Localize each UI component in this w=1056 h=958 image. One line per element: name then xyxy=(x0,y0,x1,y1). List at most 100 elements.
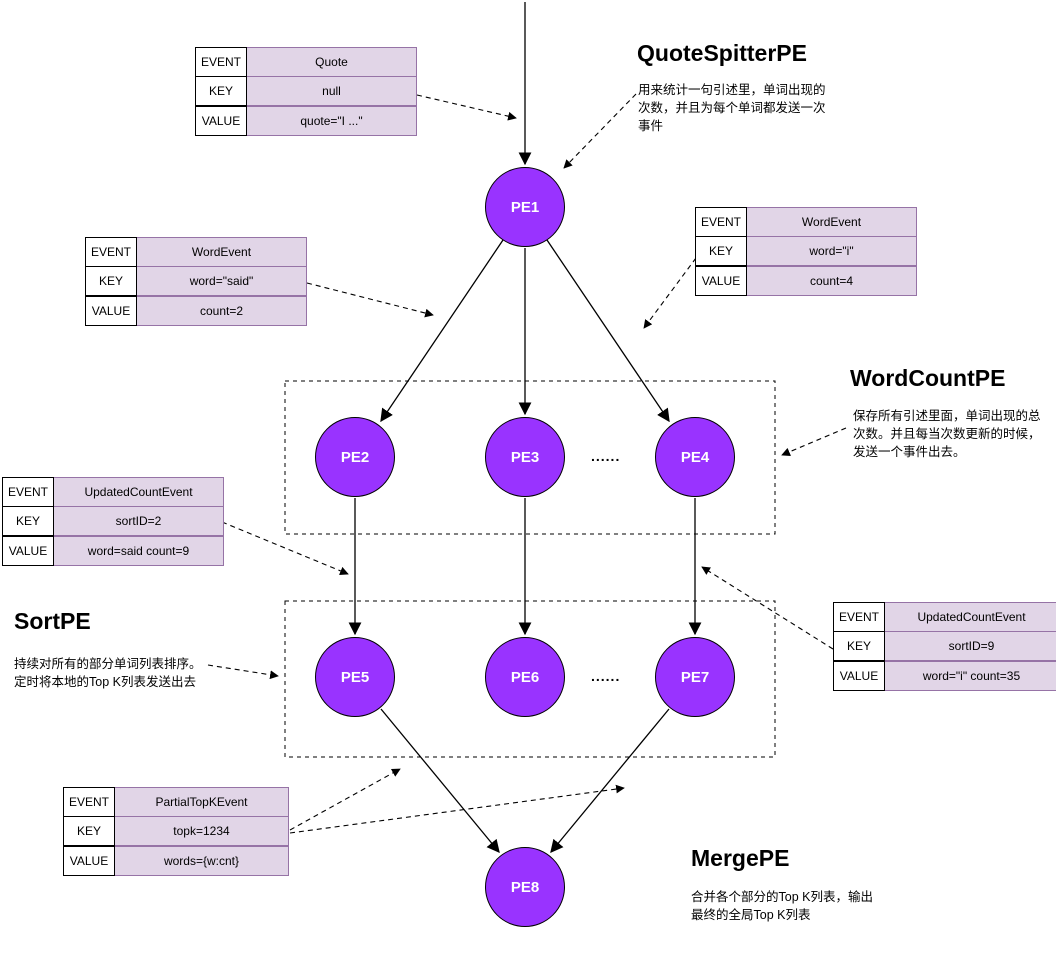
row-label: EVENT xyxy=(85,237,137,267)
node-pe5-label: PE5 xyxy=(340,668,370,686)
node-pe2-label: PE2 xyxy=(340,448,370,466)
table-row: KEY topk=1234 xyxy=(63,816,289,847)
node-pe6-label: PE6 xyxy=(510,668,540,686)
row-label: KEY xyxy=(695,236,747,266)
row-value: count=4 xyxy=(747,266,917,296)
event-table-quote: EVENT Quote KEY null VALUE quote="I ..." xyxy=(195,47,417,137)
wordcountpe-desc: 保存所有引述里面，单词出现的总 次数。并且每当次数更新的时候， 发送一个事件出去… xyxy=(853,409,1041,460)
table-row: KEY sortID=9 xyxy=(833,631,1056,662)
row-value: sortID=2 xyxy=(54,506,224,536)
row-label: VALUE xyxy=(63,846,115,876)
row-value: PartialTopKEvent xyxy=(115,787,289,817)
row-label: EVENT xyxy=(833,602,885,632)
row-value: topk=1234 xyxy=(115,816,289,846)
node-pe7[interactable]: PE7 xyxy=(655,637,735,717)
table-row: VALUE quote="I ..." xyxy=(195,106,417,137)
ellipsis-sort-row: ...... xyxy=(591,668,621,684)
quotespitterpe-title: QuoteSpitterPE xyxy=(637,40,807,66)
row-value: word="i" xyxy=(747,236,917,266)
event-table-wordevent-i: EVENT WordEvent KEY word="i" VALUE count… xyxy=(695,207,917,297)
row-value: word="i" count=35 xyxy=(885,661,1056,691)
event-table-updatedcount-said: EVENT UpdatedCountEvent KEY sortID=2 VAL… xyxy=(2,477,224,567)
node-pe3[interactable]: PE3 xyxy=(485,417,565,497)
annot-arrow-wordevent-said xyxy=(306,282,434,318)
row-label: EVENT xyxy=(195,47,247,77)
row-label: EVENT xyxy=(63,787,115,817)
annot-arrow-wordcount xyxy=(781,427,847,456)
node-pe5[interactable]: PE5 xyxy=(315,637,395,717)
row-label: VALUE xyxy=(833,661,885,691)
sortpe-group-box xyxy=(284,600,776,758)
row-value: UpdatedCountEvent xyxy=(54,477,224,507)
event-table-updatedcount-i: EVENT UpdatedCountEvent KEY sortID=9 VAL… xyxy=(833,602,1056,692)
table-row: KEY null xyxy=(195,76,417,107)
mergepe-desc: 合并各个部分的Top K列表，输出 最终的全局Top K列表 xyxy=(691,890,873,923)
wordcountpe-group-box xyxy=(284,380,776,535)
row-value: word="said" xyxy=(137,266,307,296)
row-label: EVENT xyxy=(2,477,54,507)
table-row: KEY sortID=2 xyxy=(2,506,224,537)
node-pe1[interactable]: PE1 xyxy=(485,167,565,247)
annot-arrow-sortpe xyxy=(207,664,279,680)
table-row: VALUE word="i" count=35 xyxy=(833,661,1056,692)
row-value: UpdatedCountEvent xyxy=(885,602,1056,632)
table-row: EVENT UpdatedCountEvent xyxy=(2,477,224,507)
node-pe6[interactable]: PE6 xyxy=(485,637,565,717)
edge-pe1-pe2 xyxy=(380,239,504,423)
annot-arrow-partialtopk-left xyxy=(289,768,401,831)
sortpe-desc: 持续对所有的部分单词列表排序。 定时将本地的Top K列表发送出去 xyxy=(14,657,202,690)
wordcountpe-title: WordCountPE xyxy=(850,365,1006,391)
annot-arrow-partialtopk-right xyxy=(289,784,625,834)
annot-arrow-quote-table xyxy=(416,94,517,121)
row-value: WordEvent xyxy=(747,207,917,237)
table-row: VALUE words={w:cnt} xyxy=(63,846,289,877)
node-pe2[interactable]: PE2 xyxy=(315,417,395,497)
table-row: EVENT WordEvent xyxy=(85,237,307,267)
row-value: WordEvent xyxy=(137,237,307,267)
node-pe3-label: PE3 xyxy=(510,448,540,466)
node-pe1-label: PE1 xyxy=(510,198,540,216)
row-value: Quote xyxy=(247,47,417,77)
annot-arrow-updatedcount-said xyxy=(221,521,349,576)
row-label: VALUE xyxy=(695,266,747,296)
row-label: KEY xyxy=(195,76,247,106)
table-row: KEY word="said" xyxy=(85,266,307,297)
annot-arrow-quotespitter xyxy=(563,93,637,169)
event-table-partialtopk: EVENT PartialTopKEvent KEY topk=1234 VAL… xyxy=(63,787,289,877)
edge-pe1-pe4 xyxy=(546,239,670,423)
edge-pe5-pe8 xyxy=(380,708,500,854)
event-table-wordevent-said: EVENT WordEvent KEY word="said" VALUE co… xyxy=(85,237,307,327)
node-pe7-label: PE7 xyxy=(680,668,710,686)
row-value: null xyxy=(247,76,417,106)
node-pe8-label: PE8 xyxy=(510,878,540,896)
node-pe4[interactable]: PE4 xyxy=(655,417,735,497)
table-row: EVENT WordEvent xyxy=(695,207,917,237)
row-label: VALUE xyxy=(85,296,137,326)
table-row: KEY word="i" xyxy=(695,236,917,267)
row-label: KEY xyxy=(85,266,137,296)
quotespitterpe-desc: 用来统计一句引述里，单词出现的 次数，并且为每个单词都发送一次 事件 xyxy=(638,83,826,134)
row-label: VALUE xyxy=(195,106,247,136)
table-row: EVENT PartialTopKEvent xyxy=(63,787,289,817)
row-value: quote="I ..." xyxy=(247,106,417,136)
row-label: KEY xyxy=(833,631,885,661)
row-label: VALUE xyxy=(2,536,54,566)
row-value: sortID=9 xyxy=(885,631,1056,661)
edge-pe7-pe8 xyxy=(550,708,670,854)
annot-arrow-updatedcount-i xyxy=(701,566,834,650)
mergepe-title: MergePE xyxy=(691,845,790,871)
table-row: EVENT UpdatedCountEvent xyxy=(833,602,1056,632)
table-row: VALUE word=said count=9 xyxy=(2,536,224,567)
table-row: EVENT Quote xyxy=(195,47,417,77)
node-pe4-label: PE4 xyxy=(680,448,710,466)
annot-arrow-wordevent-i xyxy=(643,257,697,329)
node-pe8[interactable]: PE8 xyxy=(485,847,565,927)
row-value: words={w:cnt} xyxy=(115,846,289,876)
table-row: VALUE count=4 xyxy=(695,266,917,297)
row-label: KEY xyxy=(63,816,115,846)
row-label: EVENT xyxy=(695,207,747,237)
sortpe-title: SortPE xyxy=(14,608,91,634)
row-label: KEY xyxy=(2,506,54,536)
